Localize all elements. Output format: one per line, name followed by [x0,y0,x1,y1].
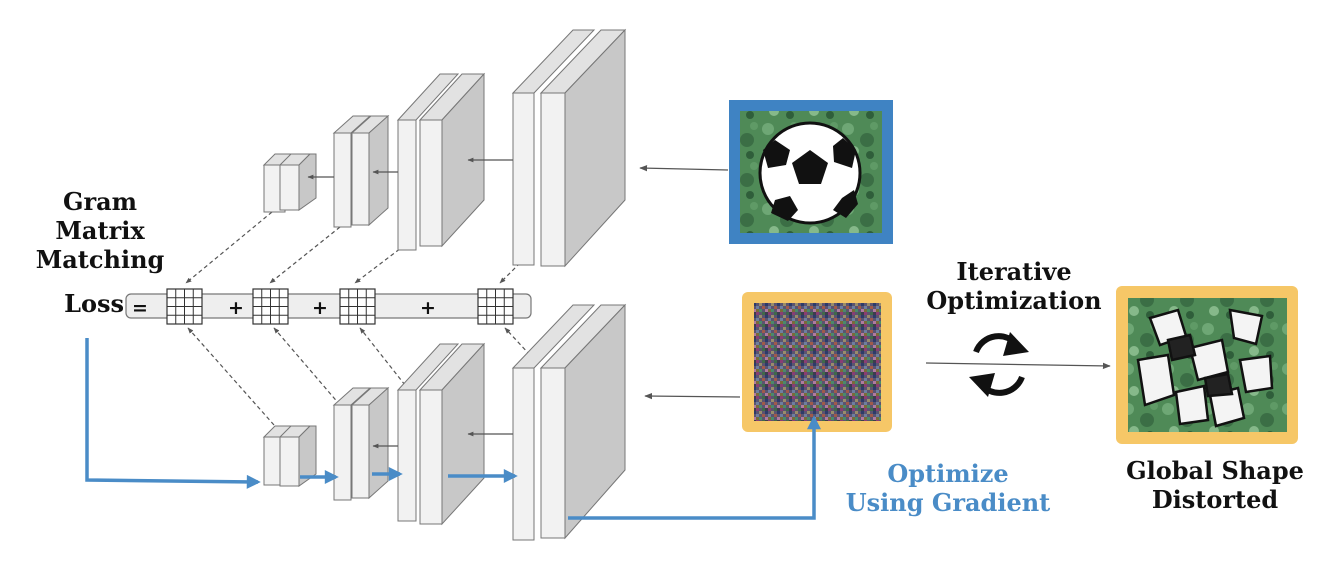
top-layer-block-2 [332,114,390,228]
top-layer-block-1 [262,153,317,213]
gram-matrix-4 [477,288,514,325]
top-network [262,28,627,268]
result-caption-line-1: Global Shape [1126,456,1304,485]
plus-sign-2: + [312,297,328,319]
iterative-label-line-2: Optimization [926,285,1102,315]
bottom-layer-block-2 [332,386,390,501]
gram-matrix-1 [166,288,203,325]
loss-label-line-4: Loss [64,289,124,318]
result-caption-line-2: Distorted [1151,484,1279,514]
distorted-ball-fragments [1136,308,1274,428]
top-layer-block-3 [396,72,486,251]
iterative-label-line-1: Iterative [956,257,1072,286]
result-caption: Global Shape Distorted [1110,456,1320,515]
bottom-layer-block-4 [511,303,627,541]
style-image [729,100,893,244]
bottom-network [262,303,627,541]
optimize-gradient-label: Optimize Using Gradient [826,459,1070,518]
plus-sign-1: + [228,297,244,319]
dashed-connectors [185,211,531,426]
top-layer-block-4 [511,28,627,268]
layer-arrows [307,157,1111,449]
optimize-label-line-1: Optimize [887,459,1009,488]
cycle-arrows-icon [969,332,1029,397]
bottom-layer-block-3 [396,342,486,526]
plus-sign-3: + [420,297,436,319]
gram-matrix-bar: = + + + [125,288,532,325]
loss-label-line-2: Matrix [55,215,145,245]
gram-matrix-2 [252,288,289,325]
loss-label-line-1: Gram [62,187,138,216]
soccer-ball-icon [758,121,862,225]
noise-image [742,292,892,432]
bottom-layer-block-1 [262,425,317,487]
loss-label-line-3: Matching [35,244,165,274]
loss-label-last-line: Loss [34,289,124,319]
gradient-flow [85,338,821,520]
optimize-label-line-2: Using Gradient [845,487,1051,517]
result-image [1116,286,1298,444]
gram-matrix-3 [339,288,376,325]
loss-label: Gram Matrix Matching [30,187,170,274]
equals-sign: = [132,297,148,319]
iterative-optimization-label: Iterative Optimization [914,257,1114,316]
